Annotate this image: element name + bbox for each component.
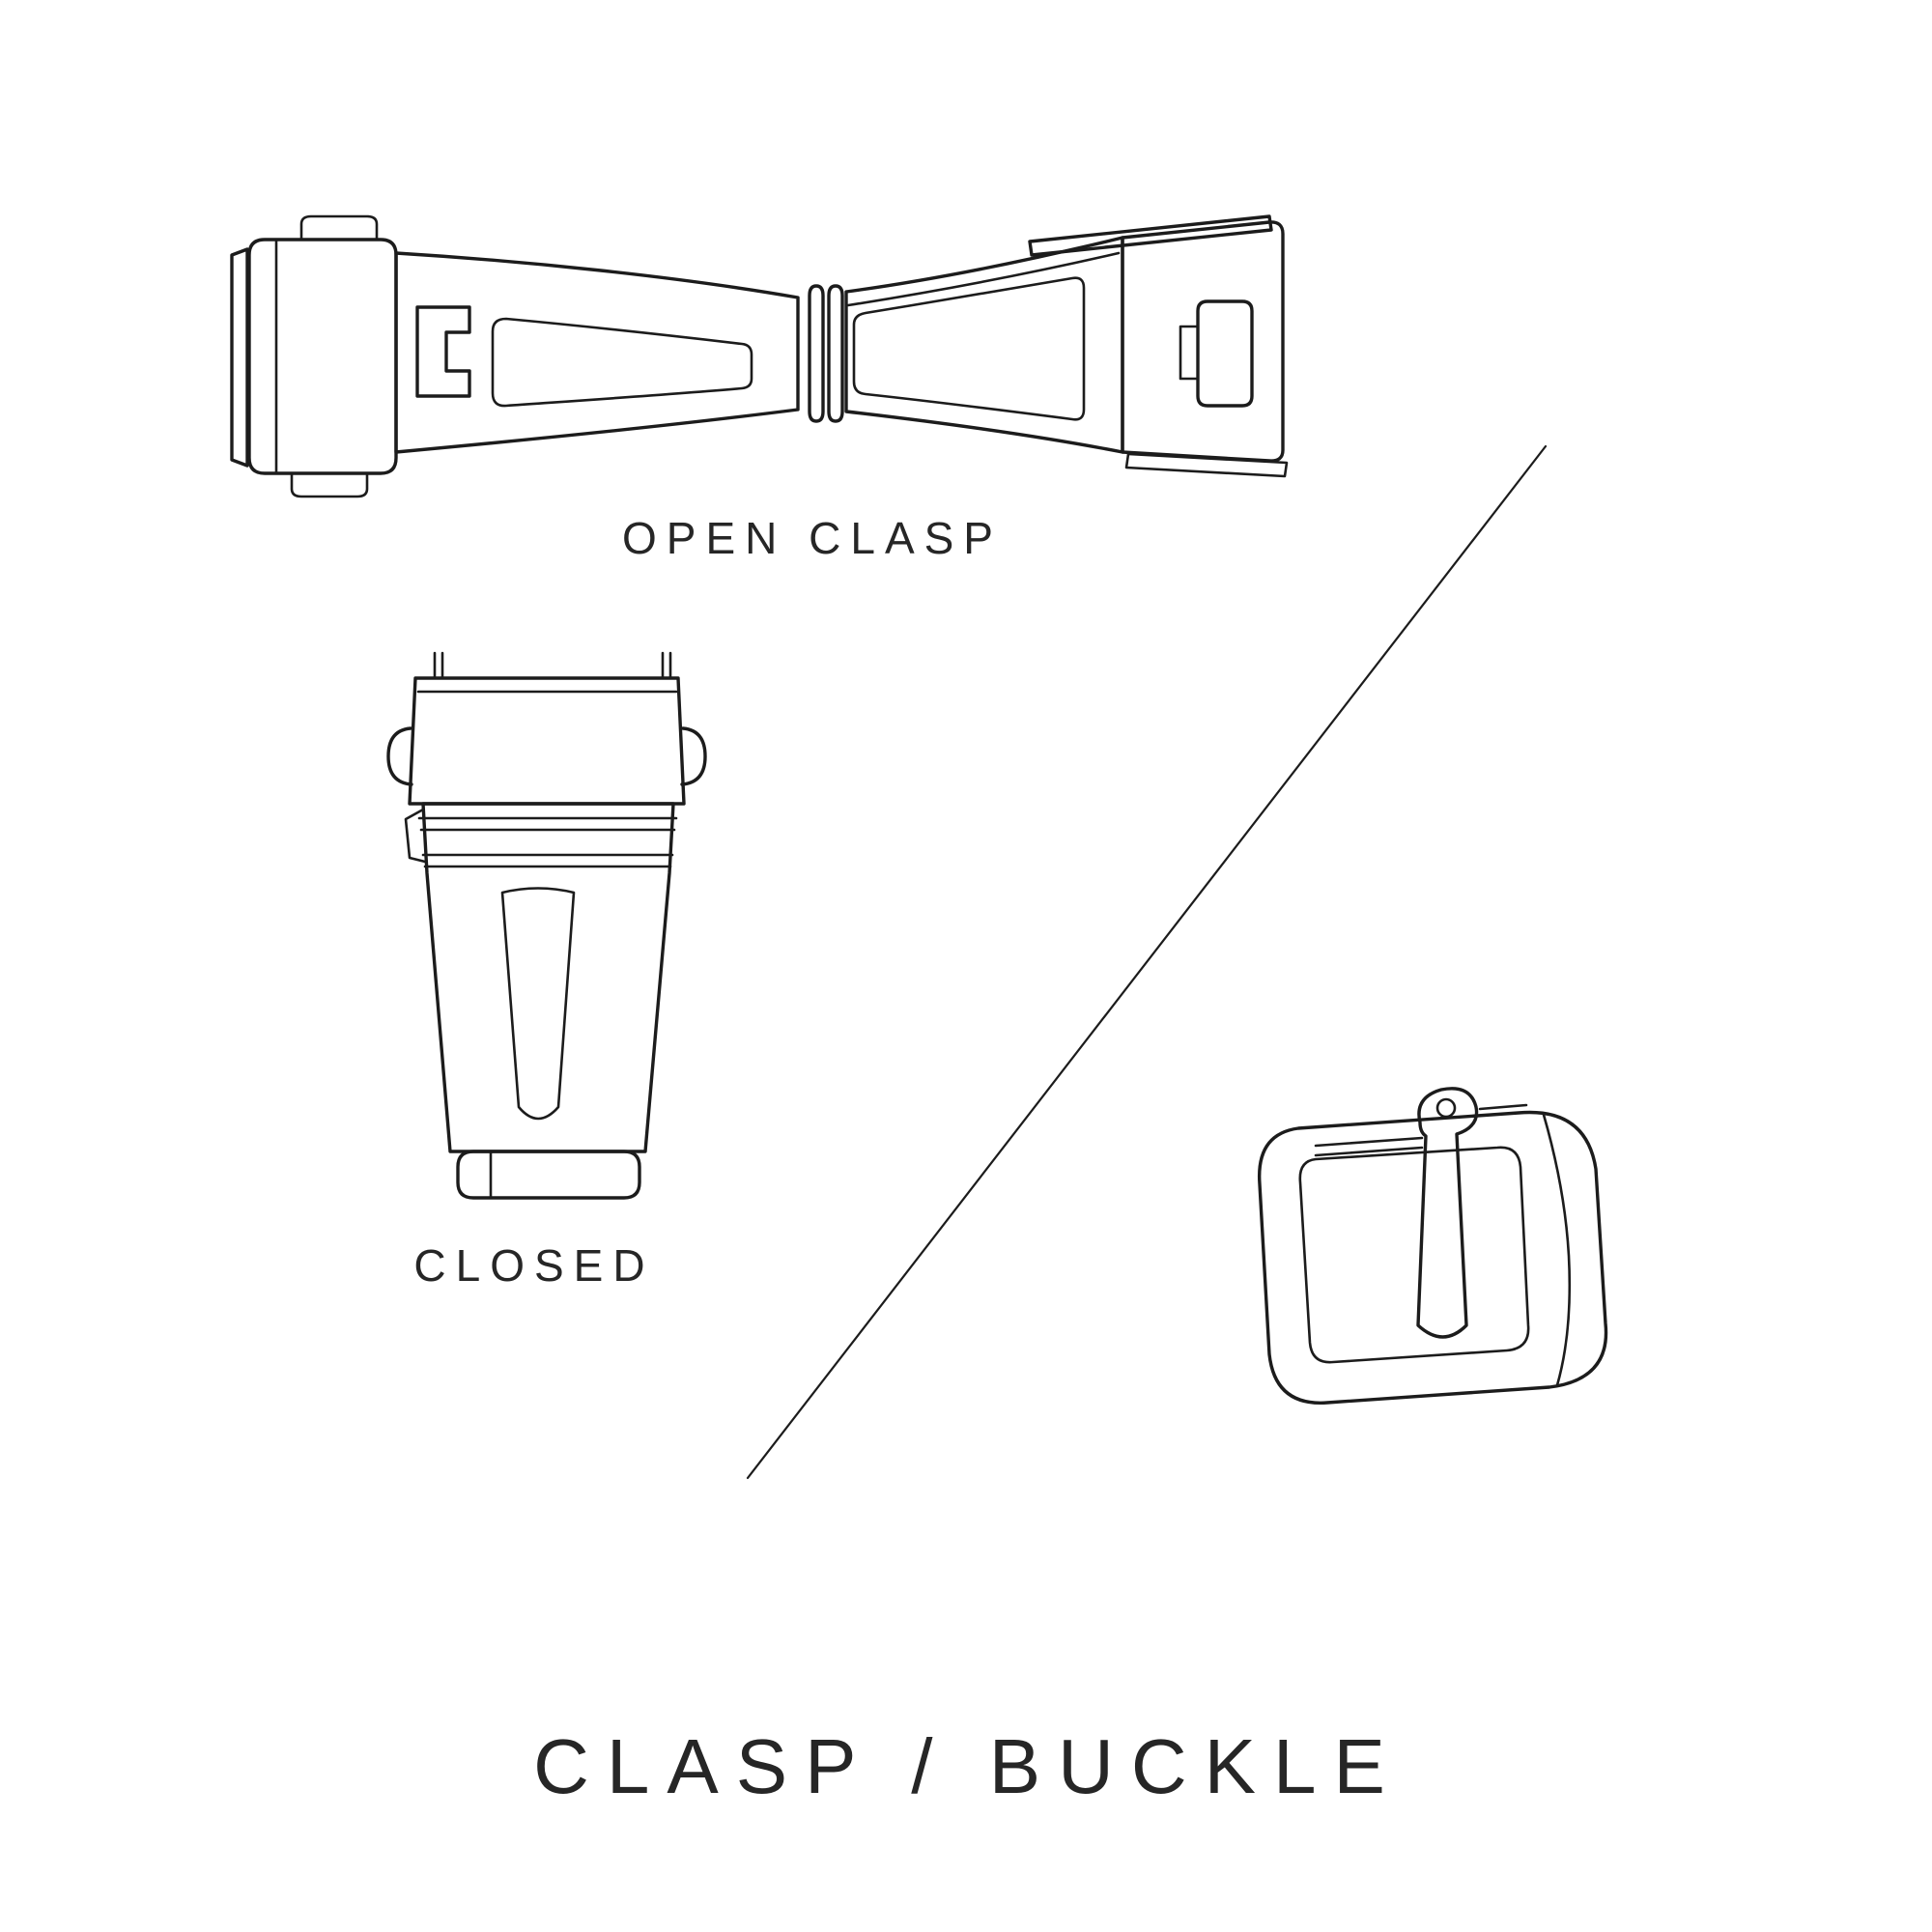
buckle-pin-right-segment (1478, 1103, 1528, 1111)
open-clasp-right-arm (844, 236, 1124, 454)
buckle-tongue (1416, 1087, 1479, 1339)
closed-clasp-illustration (386, 651, 707, 1200)
divider-line (746, 444, 1548, 1480)
open-clasp-top-tab (299, 214, 379, 242)
open-clasp-label: OPEN CLASP (622, 513, 1003, 563)
closed-clasp-bottom-cap (456, 1150, 641, 1200)
open-clasp-hinge-bar-1 (808, 284, 825, 423)
open-clasp-right-arm-accent (846, 251, 1121, 307)
closed-clasp-left-notch (404, 808, 427, 864)
closed-clasp-top-block (408, 676, 686, 806)
open-clasp-right-window (852, 276, 1086, 421)
open-clasp-catch (415, 305, 471, 398)
open-clasp-left-arm (394, 251, 800, 454)
buckle-illustration (1257, 1087, 1608, 1405)
buckle-pin (1314, 1136, 1424, 1157)
buckle-outer-frame (1257, 1110, 1608, 1405)
open-clasp-left-window (491, 317, 753, 408)
open-clasp-top-strip (1028, 214, 1273, 257)
open-clasp-illustration (230, 214, 1289, 498)
buckle-tongue-loop-hole (1435, 1097, 1457, 1119)
closed-clasp-inner-window (500, 887, 576, 1121)
closed-clasp-right-ear (680, 726, 707, 786)
open-clasp-left-block (247, 238, 398, 475)
open-clasp-left-strip (230, 247, 249, 468)
open-clasp-keeper-bracket (1179, 325, 1200, 381)
closed-clasp-left-ear (386, 726, 413, 786)
closed-label: CLOSED (413, 1240, 655, 1291)
buckle-right-bar-curve (1542, 1113, 1572, 1387)
open-clasp-bottom-tab (290, 471, 369, 498)
open-clasp-hinge-bar-2 (827, 284, 844, 423)
closed-clasp-body (421, 802, 675, 1153)
open-clasp-keeper (1196, 299, 1254, 408)
closed-clasp-prongs (433, 651, 672, 680)
closed-clasp-band-lines (417, 816, 678, 868)
page-title: CLASP / BUCKLE (533, 1723, 1403, 1809)
open-clasp-bottom-step (1124, 452, 1289, 478)
buckle-inner-opening (1298, 1146, 1530, 1364)
open-clasp-end-block (1121, 220, 1285, 463)
